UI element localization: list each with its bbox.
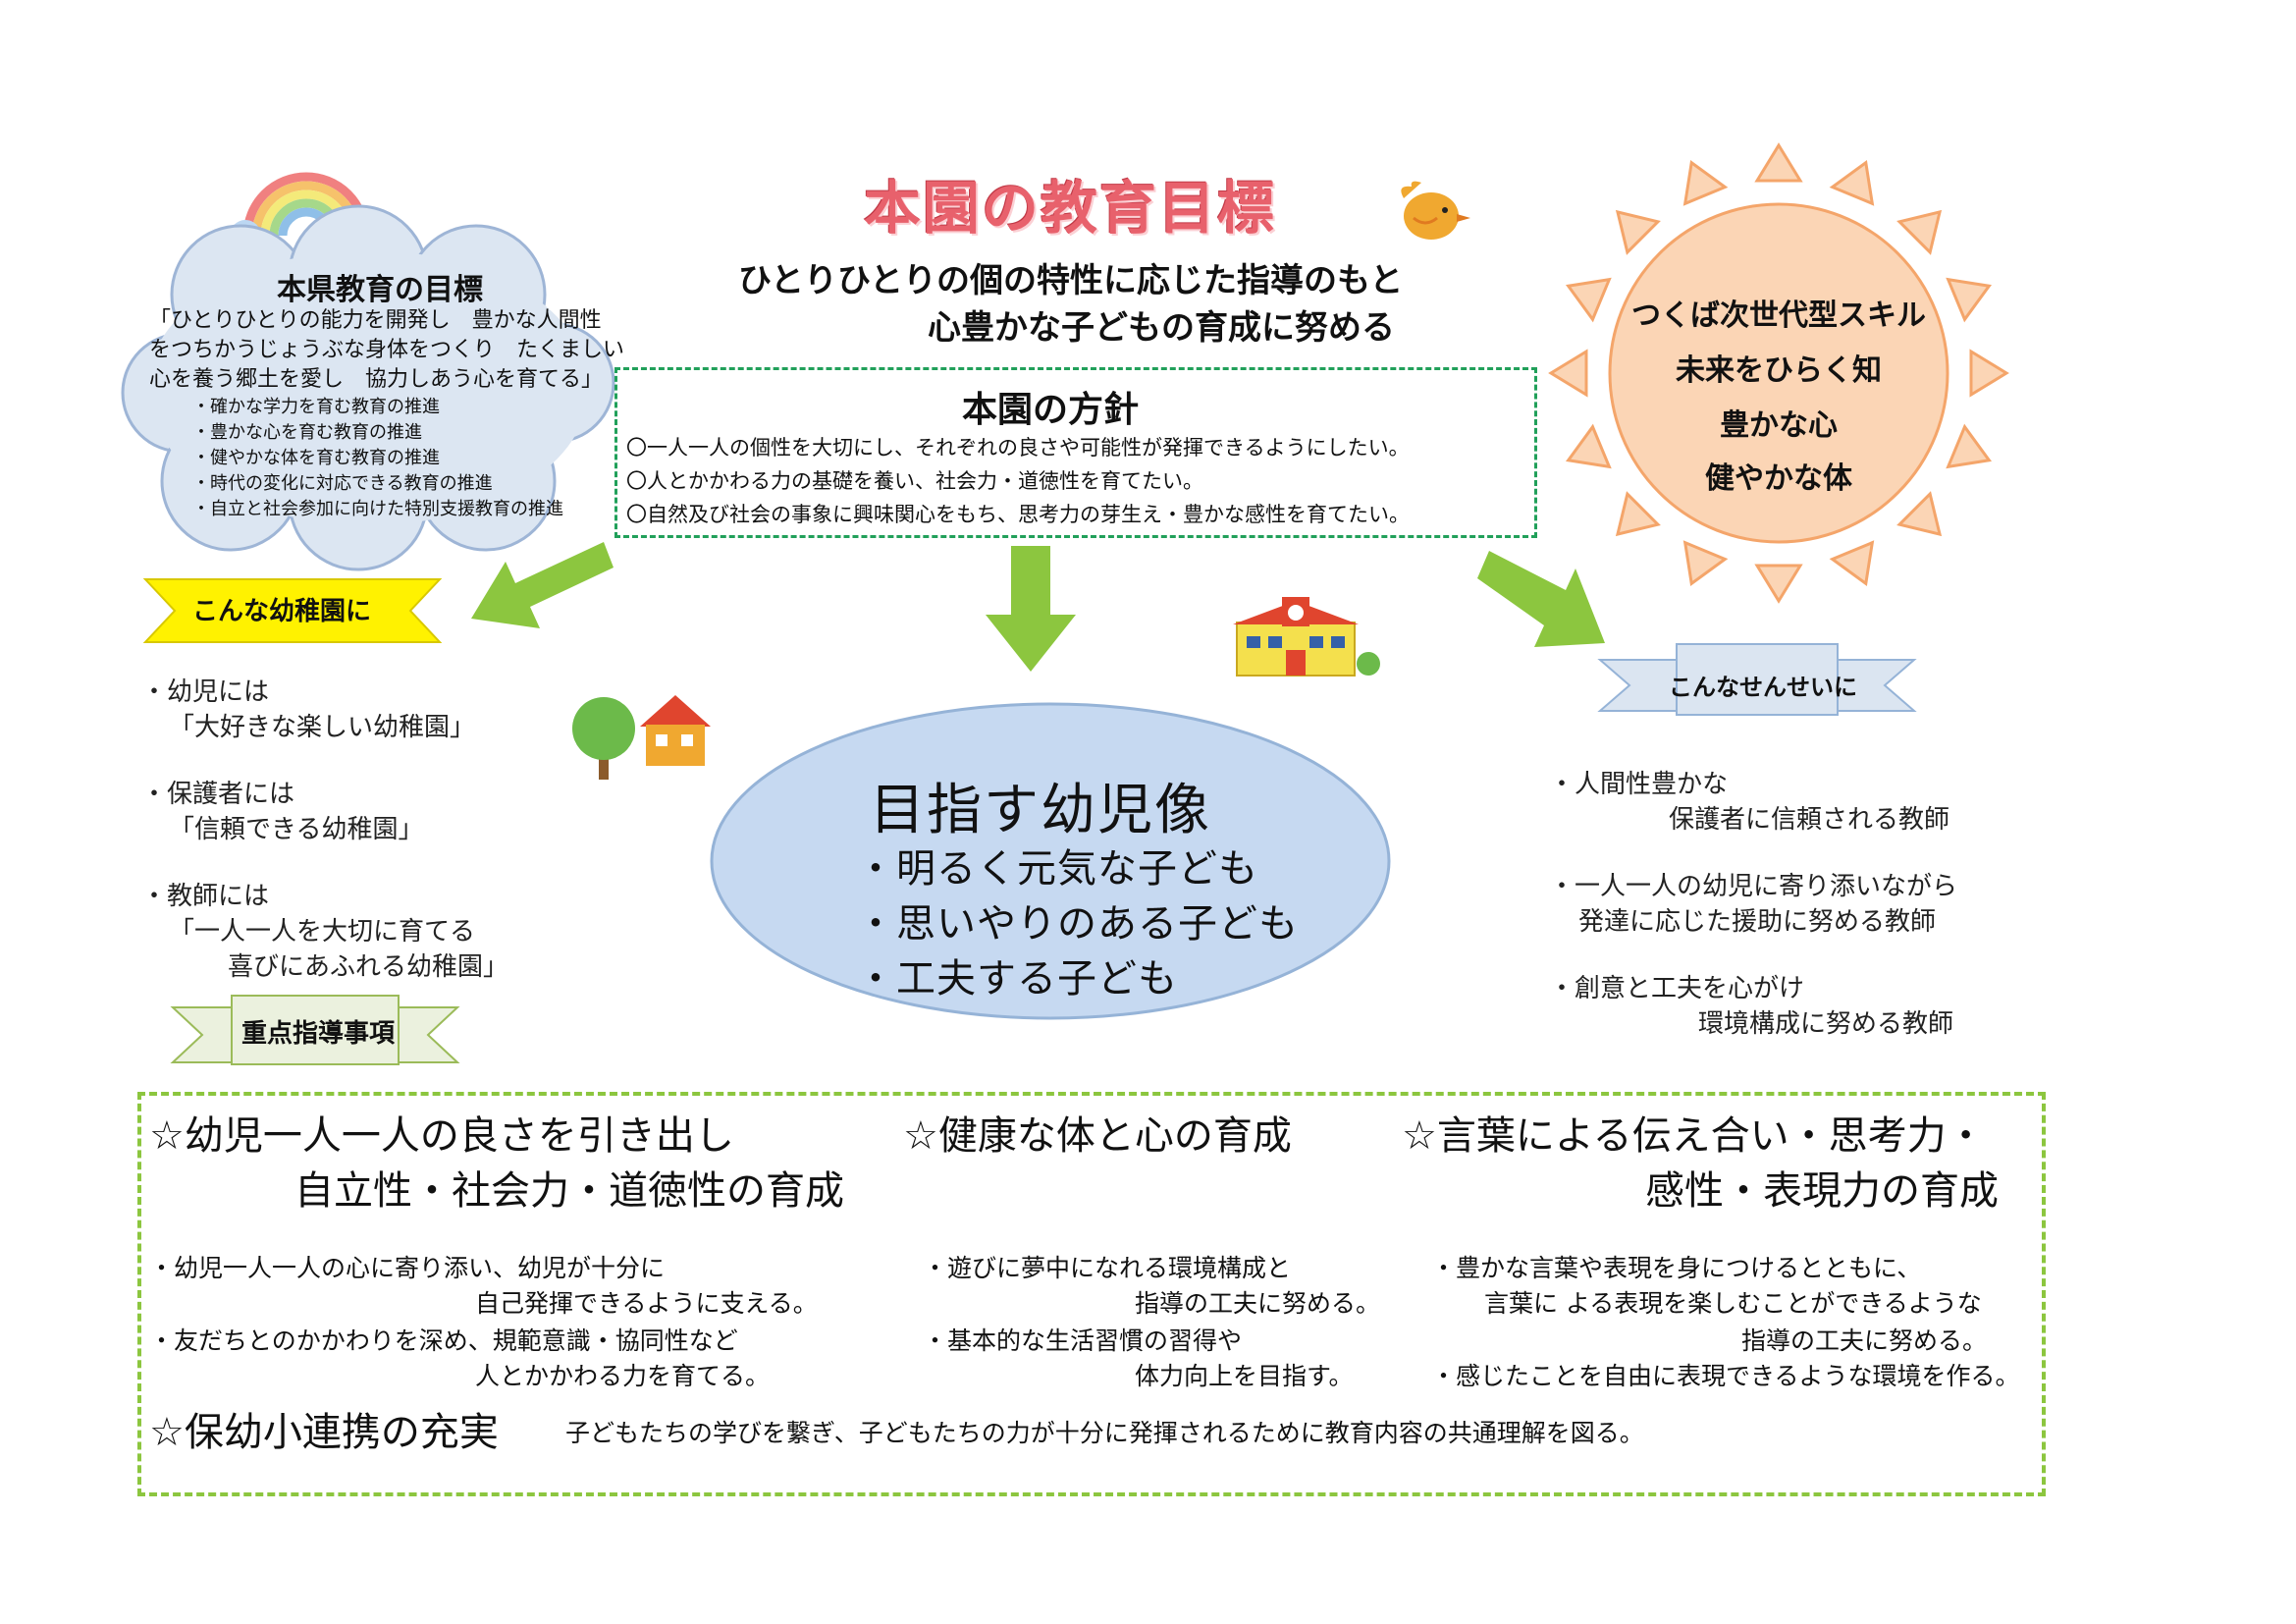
kindergarten-line: 「信頼できる幼稚園」: [169, 815, 424, 844]
focus-heading-3: 感性・表現力の育成: [1645, 1168, 1999, 1214]
sun-line: つくば次世代型スキル: [1631, 298, 1926, 333]
teacher-line: 保護者に信頼される教師: [1669, 805, 1950, 835]
teacher-line: 環境構成に努める教師: [1698, 1009, 1954, 1039]
focus-banner-shape: [170, 995, 460, 1065]
kindergarten-line: 喜びにあふれる幼稚園」: [228, 952, 509, 982]
focus-col2-text: 体力向上を目指す。: [1135, 1362, 1354, 1390]
prefecture-bullet: ・時代の変化に対応できる教育の推進: [192, 473, 493, 494]
prefecture-line: をつちかうじょうぶな身体をつくり たくましい: [149, 338, 625, 362]
child-image-item: ・工夫する子ども: [856, 956, 1178, 1001]
focus-col1-text: ・友だちとのかかわりを深め、規範意識・協同性など: [149, 1326, 738, 1355]
focus-col3-text: ・感じたことを自由に表現できるような環境を作る。: [1431, 1362, 2020, 1390]
arrow-left-down-icon: [471, 542, 614, 628]
page-title: 本園の教育目標: [864, 175, 1277, 242]
kindergarten-line: ・幼児には: [141, 677, 270, 707]
prefecture-line: 「ひとりひとりの能力を開発し 豊かな人間性: [149, 308, 602, 333]
teacher-line: 発達に応じた援助に努める教師: [1578, 907, 1937, 937]
kindergarten-banner: こんな幼稚園に: [192, 597, 372, 626]
focus-col1-text: 人とかかわる力を育てる。: [475, 1362, 771, 1390]
school-icon: [1233, 597, 1380, 677]
focus-heading-1: 自立性・社会力・道徳性の育成: [294, 1168, 844, 1214]
child-image-ellipse: [710, 702, 1391, 1020]
focus-col2-text: ・基本的な生活習慣の習得や: [923, 1326, 1243, 1355]
kindergarten-line: ・保護者には: [141, 780, 295, 809]
bird-icon: [1401, 181, 1470, 240]
prefecture-bullet: ・豊かな心を育む教育の推進: [192, 422, 422, 443]
child-image-item: ・明るく元気な子ども: [856, 846, 1258, 892]
sun-shape: [1548, 142, 2009, 604]
goal-line-2: 心豊かな子どもの育成に努める: [928, 308, 1395, 348]
focus-col3-text: ・豊かな言葉や表現を身につけるとともに、: [1431, 1254, 1922, 1282]
kindergarten-line: 「一人一人を大切に育てる: [169, 917, 476, 947]
tree-icon: [572, 697, 635, 780]
house-icon: [640, 695, 711, 766]
focus-col3-text: 言葉に よる表現を楽しむことができるような: [1484, 1289, 1982, 1318]
focus-col1-text: ・幼児一人一人の心に寄り添い、幼児が十分に: [149, 1254, 666, 1282]
child-image-title: 目指す幼児像: [870, 779, 1211, 842]
kindergarten-line: ・教師には: [141, 882, 270, 911]
cloud-shape: [121, 204, 615, 571]
focus-heading-2: ☆健康な体と心の育成: [903, 1113, 1292, 1159]
kindergarten-banner-shape: [142, 578, 443, 643]
teacher-banner-shape: [1597, 643, 1917, 716]
sun-line: 豊かな心: [1720, 408, 1838, 443]
goal-line-1: ひとりひとりの個の特性に応じた指導のもと: [738, 261, 1404, 300]
link-text: 子どもたちの学びを繋ぎ、子どもたちの力が十分に発揮されるために教育内容の共通理解…: [565, 1419, 1644, 1447]
prefecture-line: 心を養う郷土を愛し 協力しあう心を育てる」: [149, 367, 604, 392]
focus-heading-3: ☆言葉による伝え合い・思考力・: [1402, 1113, 1986, 1159]
teacher-line: ・人間性豊かな: [1549, 770, 1729, 799]
focus-col3-text: 指導の工夫に努める。: [1741, 1326, 1988, 1355]
prefecture-bullet: ・健やかな体を育む教育の推進: [192, 448, 440, 468]
sun-line: 未来をひらく知: [1676, 353, 1882, 388]
prefecture-bullet: ・自立と社会参加に向けた特別支援教育の推進: [192, 499, 563, 519]
focus-box: [137, 1092, 2046, 1496]
teacher-line: ・創意と工夫を心がけ: [1549, 974, 1805, 1003]
focus-col2-text: ・遊びに夢中になれる環境構成と: [923, 1254, 1292, 1282]
policy-box: [614, 367, 1537, 538]
child-image-item: ・思いやりのある子ども: [856, 901, 1299, 947]
focus-col2-text: 指導の工夫に努める。: [1135, 1289, 1381, 1318]
teacher-line: ・一人一人の幼児に寄り添いながら: [1549, 872, 1958, 901]
focus-col1-text: 自己発揮できるように支える。: [475, 1289, 818, 1318]
policy-title: 本園の方針: [962, 390, 1140, 430]
policy-line: 〇一人一人の個性を大切にし、それぞれの良さや可能性が発揮できるようにしたい。: [626, 436, 1410, 460]
arrow-down-icon: [986, 546, 1076, 672]
policy-line: 〇人とかかわる力の基礎を養い、社会力・道徳性を育てたい。: [626, 469, 1203, 493]
arrow-right-down-icon: [1477, 551, 1605, 647]
policy-line: 〇自然及び社会の事象に興味関心をもち、思考力の芽生え・豊かな感性を育てたい。: [626, 503, 1410, 526]
sun-line: 健やかな体: [1705, 461, 1852, 496]
prefecture-bullet: ・確かな学力を育む教育の推進: [192, 397, 440, 417]
link-heading: ☆保幼小連携の充実: [149, 1410, 499, 1455]
kindergarten-line: 「大好きな楽しい幼稚園」: [169, 713, 476, 742]
teacher-banner: こんなせんせいに: [1669, 674, 1857, 701]
focus-heading-1: ☆幼児一人一人の良さを引き出し: [149, 1113, 734, 1159]
focus-banner: 重点指導事項: [241, 1019, 396, 1049]
prefecture-title: 本県教育の目標: [277, 273, 483, 307]
